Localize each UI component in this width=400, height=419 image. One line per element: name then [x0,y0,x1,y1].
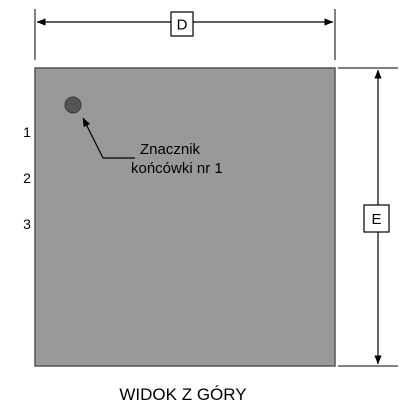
pin-label-3: 3 [23,216,31,232]
pin-label-2: 2 [23,170,31,186]
height-label-box [363,204,390,233]
callout-leader-line [82,117,135,159]
pin1-marker-dot [64,96,82,114]
callout-text-line-1: Znacznik [140,141,201,158]
view-caption: WIDOK Z GÓRY [119,385,246,404]
width-dimension: D [34,9,336,60]
callout-text-line-2: końcówki nr 1 [131,160,223,177]
width-label-box [170,11,194,37]
package-body [34,67,336,367]
width-label: D [177,17,188,34]
height-label: E [371,211,381,228]
pin-label-1: 1 [23,124,31,140]
height-dimension: E [338,67,398,367]
